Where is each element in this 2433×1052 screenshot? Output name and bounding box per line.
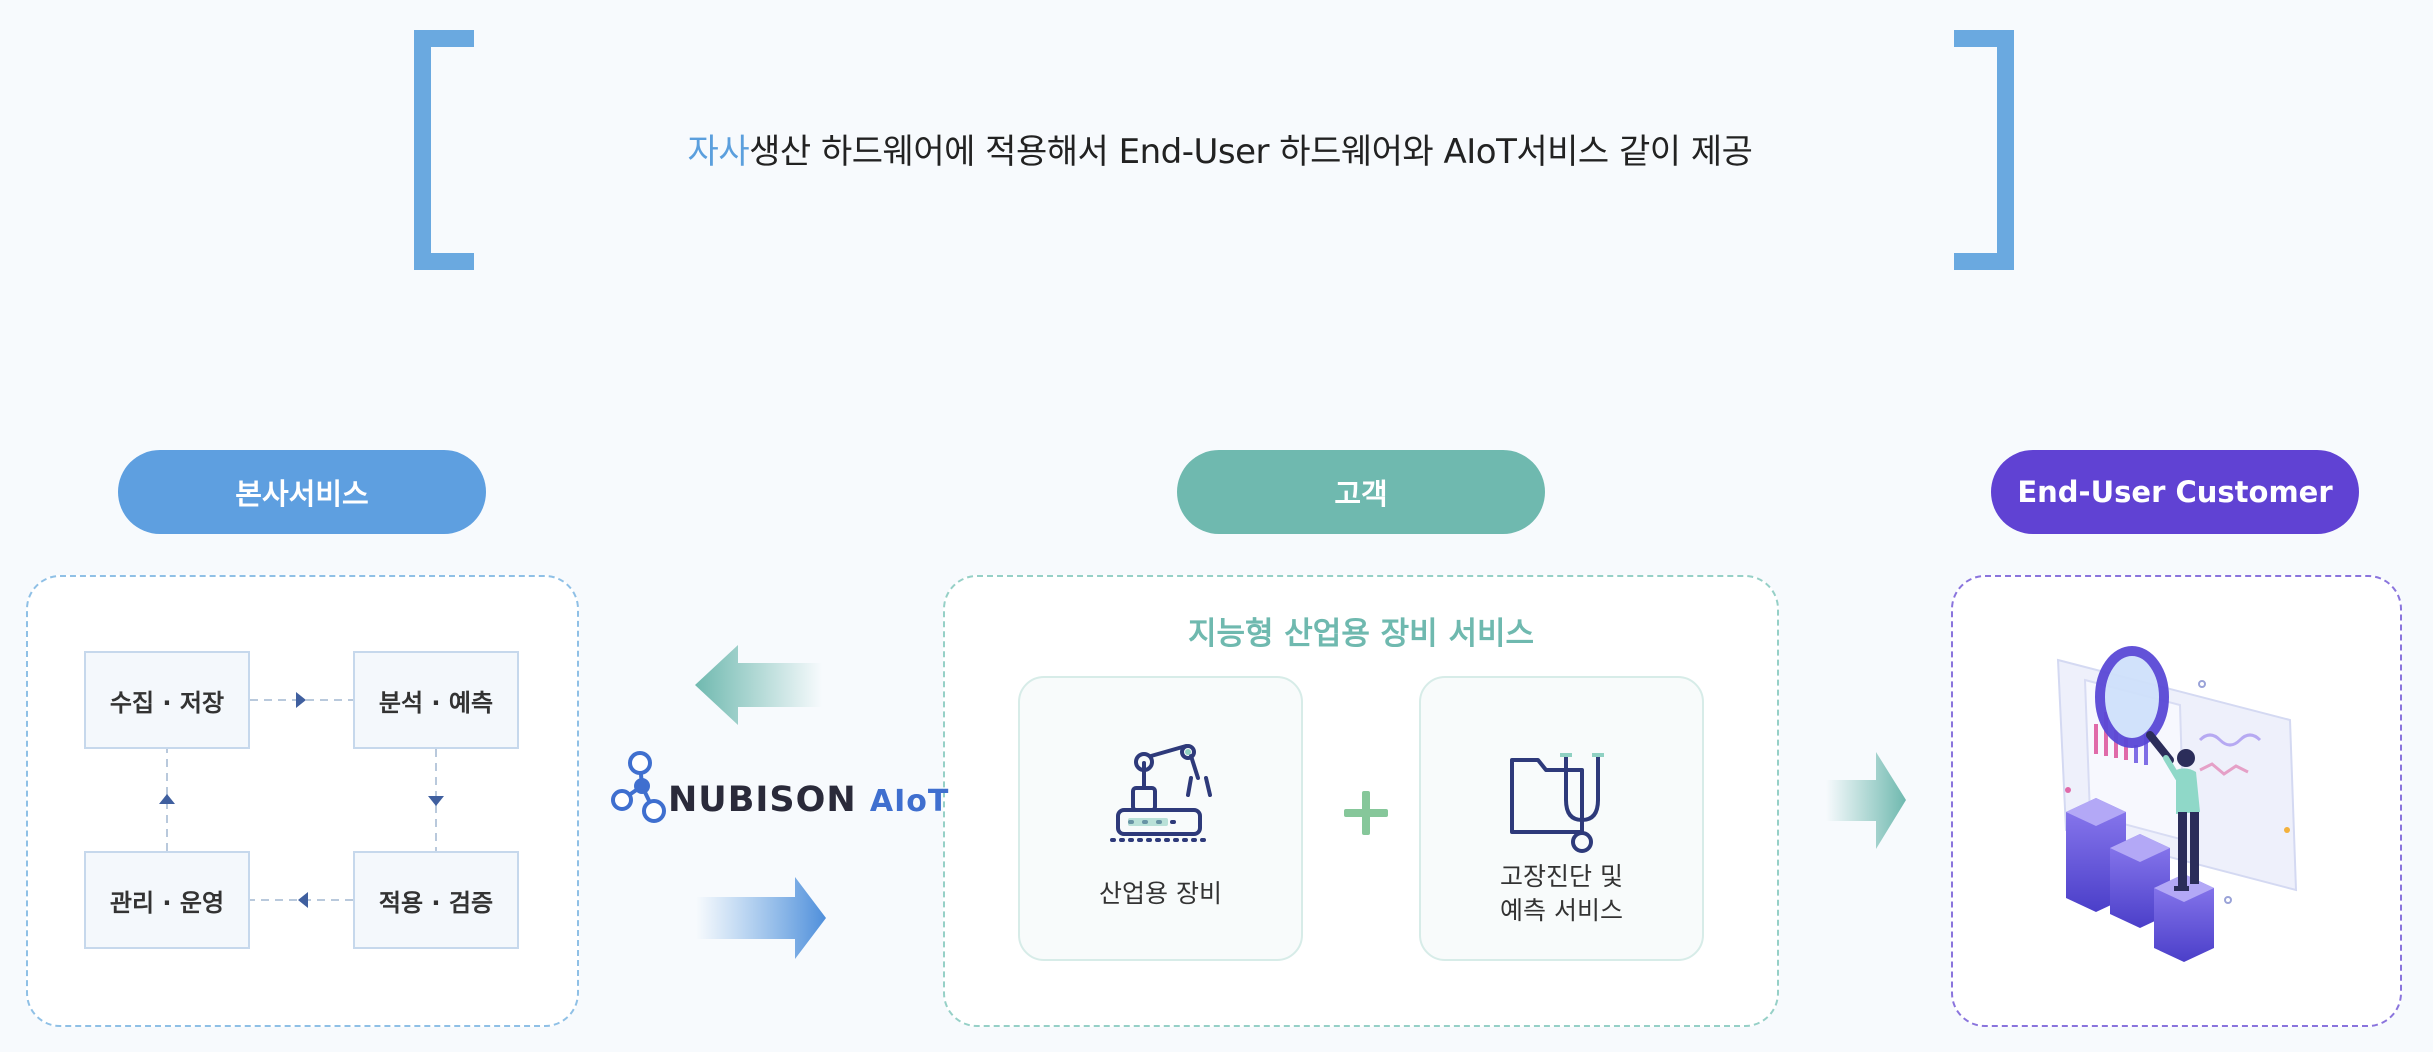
cycle-collect-store: 수집 · 저장 <box>84 651 250 749</box>
magnifier <box>2095 646 2174 764</box>
headline: 자사생산 하드웨어에 적용해서 End-User 하드웨어와 AIoT서비스 같… <box>500 124 1940 173</box>
hq-service-panel <box>26 575 579 1027</box>
customer-panel-title: 지능형 산업용 장비 서비스 <box>1187 616 1535 652</box>
nubison-logo-icon <box>611 751 666 823</box>
person <box>2163 749 2200 891</box>
arrow-left-teal <box>695 645 822 725</box>
right-bracket <box>1954 30 2014 270</box>
headline-text: 생산 하드웨어에 적용해서 End-User 하드웨어와 AIoT서비스 같이 … <box>749 132 1753 172</box>
logo-brand: NUBISON <box>668 780 857 820</box>
nubison-logo-text: NUBISON AIoT <box>668 780 949 820</box>
diagnosis-card <box>1419 676 1704 961</box>
equipment-label: 산업용 장비 <box>1099 879 1222 908</box>
arrow-right-teal <box>1826 752 1906 849</box>
headline-accent: 자사 <box>687 132 750 172</box>
analytics-illustration-icon <box>2056 646 2298 962</box>
cycle-connectors <box>166 699 437 901</box>
isometric-bars <box>2066 798 2214 962</box>
cycle-analyze-predict: 분석 · 예측 <box>353 651 519 749</box>
customer-pill: 고객 <box>1177 450 1545 534</box>
robot-arm-icon <box>1110 744 1212 842</box>
hq-service-pill: 본사서비스 <box>118 450 486 534</box>
arrow-right-blue <box>696 877 826 959</box>
plus-icon <box>1344 791 1388 835</box>
diagnosis-label: 고장진단 및 예측 서비스 <box>1500 862 1623 925</box>
cycle-arrowheads <box>159 692 444 908</box>
cycle-manage-operate: 관리 · 운영 <box>84 851 250 949</box>
logo-suffix: AIoT <box>869 784 950 819</box>
folder-stethoscope-icon <box>1510 753 1600 853</box>
robot-arm-accent <box>1128 749 1191 826</box>
left-bracket <box>414 30 474 270</box>
end-user-pill: End-User Customer <box>1991 450 2359 534</box>
cycle-apply-verify: 적용 · 검증 <box>353 851 519 949</box>
